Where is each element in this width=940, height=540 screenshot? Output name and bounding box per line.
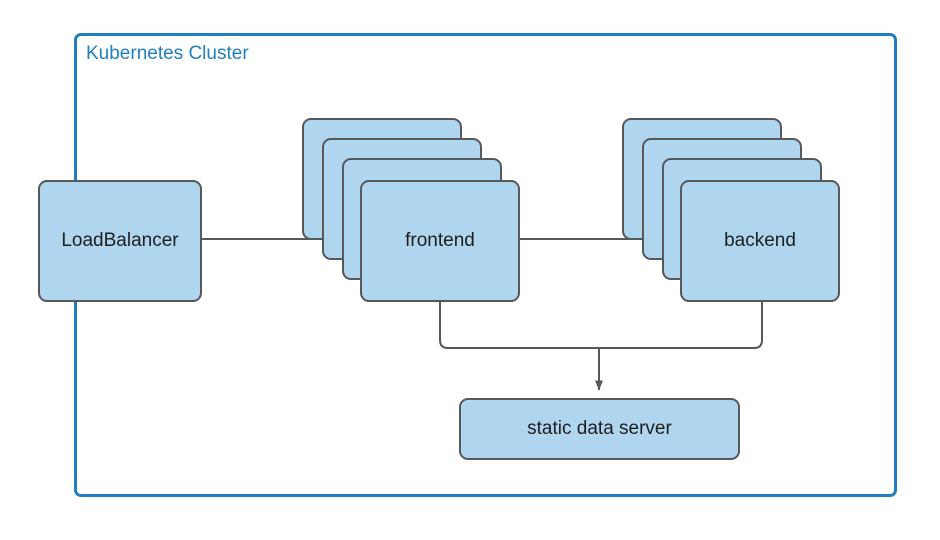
- node-backend-label: backend: [724, 230, 796, 251]
- node-static-data-server[interactable]: static data server: [459, 398, 740, 460]
- node-backend-stack[interactable]: backend: [622, 118, 842, 302]
- node-loadbalancer-label: LoadBalancer: [61, 230, 179, 251]
- node-static-data-server-label: static data server: [527, 418, 672, 439]
- node-frontend-stack[interactable]: frontend: [302, 118, 522, 302]
- kubernetes-cluster-label: Kubernetes Cluster: [86, 43, 249, 64]
- node-loadbalancer[interactable]: LoadBalancer: [38, 180, 202, 302]
- node-frontend[interactable]: frontend: [360, 180, 520, 302]
- node-frontend-label: frontend: [405, 230, 475, 251]
- node-backend[interactable]: backend: [680, 180, 840, 302]
